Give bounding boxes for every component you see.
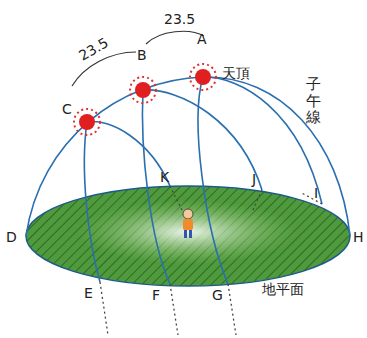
meridian-label: 子午線 [306, 76, 321, 126]
horizon-glow [78, 200, 298, 264]
point-letter: I [314, 186, 318, 200]
point-letter: H [353, 230, 364, 244]
point-letter: K [160, 170, 169, 184]
sun-path-a [198, 77, 322, 284]
point-letter: F [152, 288, 160, 302]
hidden-paths [170, 186, 322, 212]
point-letter: J [252, 172, 256, 186]
horizon-plane [26, 186, 350, 286]
below-horizon-paths [100, 282, 236, 335]
point-letter: B [137, 48, 147, 62]
angle-label: 23.5 [164, 12, 195, 26]
zenith-label: 天頂 [222, 66, 250, 80]
point-letter: D [6, 230, 17, 244]
sun-path-b [142, 90, 262, 284]
point-letter: A [197, 32, 207, 46]
observer-figure [183, 209, 193, 238]
point-letter: C [62, 102, 72, 116]
sun-path-c [84, 122, 170, 282]
point-letter: G [212, 288, 223, 302]
sun-symbols [74, 64, 216, 135]
plane-label: 地平面 [262, 282, 304, 296]
point-letter: E [84, 286, 93, 300]
